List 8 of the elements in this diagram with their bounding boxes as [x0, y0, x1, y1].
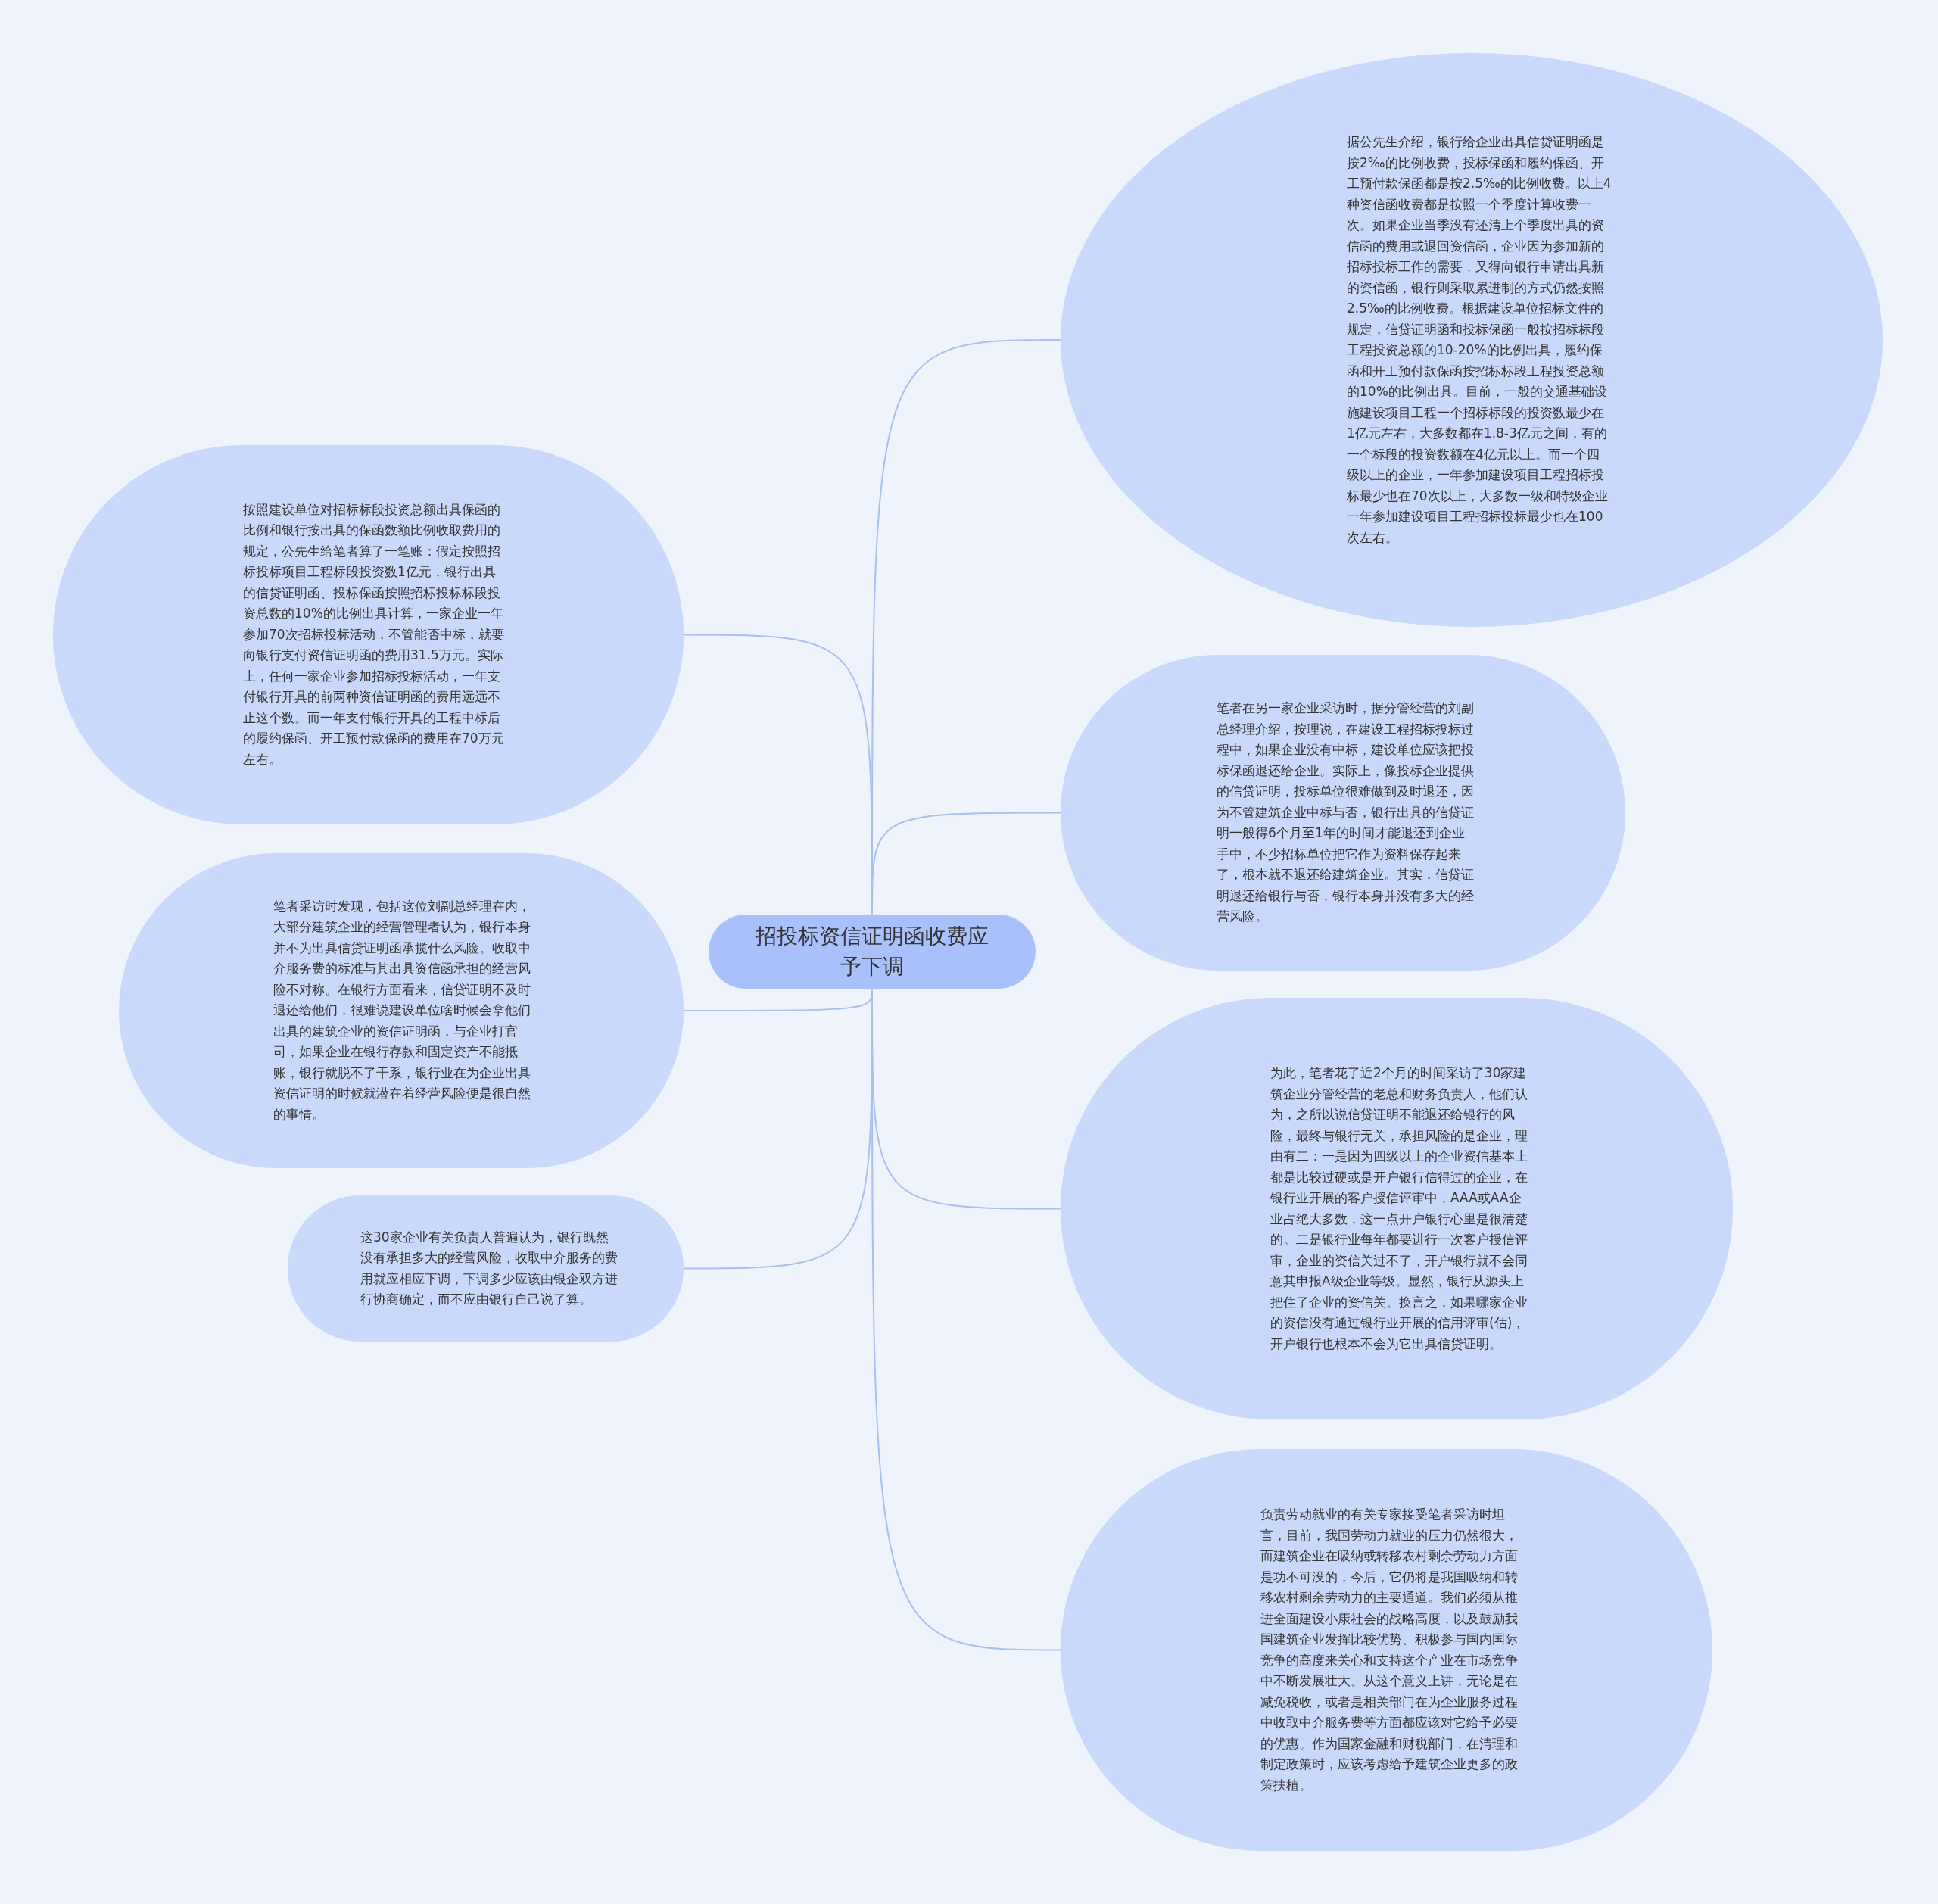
paragraph-text: 这30家企业有关负责人普遍认为，银行既然没有承担多大的经营风险，收取中介服务的费用就应相应下调，下调多少应该由银企双方进行协商确定，而不应由银行自己说了算。: [360, 1228, 618, 1308]
paragraph-text: 笔者在另一家企业采访时，据分管经营的刘副总经理介绍，按理说，在建设工程招标投标过程中，如果企业没有中标，建设单位应该把投标保函退还给企业。实际上，像投标企业提供的信贷证明，投标单位很难做到及时退还，因为不管建筑企业中标与否，银行出具的信贷证明一般得6个月至1年的时间才能退还到企业手中，不少招标单位把它作为资料保存起来了，根本就不退还给建筑企业。其实，信贷证明退还给银行与否，银行本身并没有多大的经营风险。: [1217, 700, 1474, 926]
paragraph-text: 负责劳动就业的有关专家接受笔者采访时坦言，目前，我国劳动力就业的压力仍然很大，而建筑企业在吸纳或转移农村剩余劳动力方面是功不可没的，今后，它仍将是我国吸纳和转移农村剩余劳动力的主要通道。我们必须从推进全面建设小康社会的战略高度，以及鼓励我国建筑企业发挥比较优势、积极参与国内国际竞争的高度来关心和支持这个产业在市场竞争中不断发展壮大。从这个意义上讲，无论是在减免税收，或者是相关部门在为企业服务过程中收取中介服务费等方面都应该对它给予必要的优惠。作为国家金融和财税部门，在清理和制定政策时，应该考虑给予建筑企业更多的政策扶植。: [1260, 1506, 1518, 1794]
paragraph-text: 笔者采访时发现，包括这位刘副总经理在内，大部分建筑企业的经营管理者认为，银行本身并不为出具信贷证明函承揽什么风险。收取中介服务费的标准与其出具资信函承担的经营风险不对称。在银行方面看来，信贷证明不及时退还给他们，很难说建设单位啥时候会拿他们出具的建筑企业的资信证明函，与企业打官司，如果企业在银行存款和固定资产不能抵账，银行就脱不了干系，银行业在为企业出具资信证明的时候就潜在着经营风险便是很自然的事情。: [273, 897, 531, 1123]
paragraph-text: 据公先生介绍，银行给企业出具信贷证明函是按2‰的比例收费，投标保函和履约保函、开工预付款保函都是按2.5‰的比例收费。以上4种资信函收费都是按照一个季度计算收费一次。如果企业当季没有还清上个季度出具的资信函的费用或退回资信函，企业因为参加新的招标投标工作的需要，又得向银行申请出具新的资信函，银行则采取累进制的方式仍然按照2.5‰的比例收费。根据建设单位招标文件的规定，信贷证明函和投标保函一般按招标标段工程投资总额的10-20%的比例出具，履约保函和开工预付款保函按招标标段工程投资总额的10%的比例出具。目前，一般的交通基础设施建设项目工程一个招标标段的投资数最少在1亿元左右，大多数都在1.8-3亿元之间，有的一个标段的投资数额在4亿元以上。而一个四级以上的企业，一年参加建设项目工程招标投标最少也在70次以上，大多数一级和特级企业一年参加建设项目工程招标投标最少也在100次左右。: [1347, 133, 1612, 547]
paragraph-text: 按照建设单位对招标标段投资总额出具保函的比例和银行按出具的保函数额比例收取费用的规定，公先生给笔者算了一笔账：假定按照招标投标项目工程标段投资数1亿元，银行出具的信贷证明函、投标保函按照招标投标标段投资总数的10%的比例出具计算，一家企业一年参加70次招标投标活动，不管能否中标，就要向银行支付资信证明函的费用31.5万元。实际上，任何一家企业参加招标投标活动，一年支付银行开具的前两种资信证明函的费用远远不止这个数。而一年支付银行开具的工程中标后的履约保函、开工预付款保函的费用在70万元左右。: [243, 500, 504, 768]
topic-title: 招投标资信证明函收费应予下调: [755, 923, 989, 980]
paragraph-text: 为此，笔者花了近2个月的时间采访了30家建筑企业分管经营的老总和财务负责人，他们认为，之所以说信贷证明不能退还给银行的风险，最终与银行无关，承担风险的是企业，理由有二：一是因为四级以上的企业资信基本上都是比较过硬或是开户银行信得过的企业，在银行业开展的客户授信评审中，AAA或AA企业占绝大多数，这一点开户银行心里是很清楚的。二是银行业每年都要进行一次客户授信评审，企业的资信关过不了，开户银行就不会同意其申报A级企业等级。显然，银行从源头上把住了企业的资信关。换言之，如果哪家企业的资信没有通过银行业开展的信用评审(估)，开户银行也根本不会为它出具信贷证明。: [1270, 1064, 1528, 1353]
